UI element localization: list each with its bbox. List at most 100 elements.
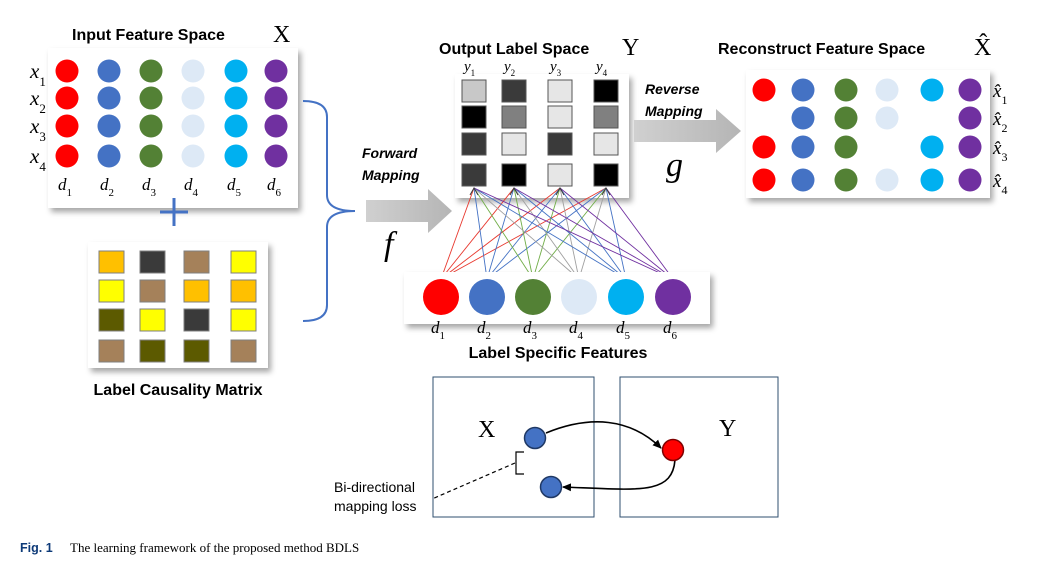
- label-specific-dot: [423, 279, 459, 315]
- input-feature-dot: [181, 144, 205, 168]
- output-label-cell: [547, 132, 573, 156]
- reconstruct-dot-grid: [752, 78, 982, 192]
- causality-cell: [98, 250, 125, 274]
- label-specific-col-label: d1: [431, 318, 445, 342]
- caption-prefix: Fig. 1: [20, 541, 53, 555]
- label-specific-dot: [655, 279, 691, 315]
- input-feature-dot: [181, 114, 205, 138]
- feature-label-connections: [440, 186, 674, 280]
- reconstruct-feature-dot: [791, 78, 815, 102]
- figure-caption: Fig. 1 The learning framework of the pro…: [20, 540, 359, 555]
- label-specific-col-label: d4: [569, 318, 584, 342]
- connection-line: [440, 187, 475, 280]
- causality-cell: [139, 339, 166, 363]
- reconstruct-feature-dot: [875, 78, 899, 102]
- input-feature-dot: [55, 86, 79, 110]
- reconstruct-feature-dot: [791, 106, 815, 130]
- label-specific-col-label: d5: [616, 318, 631, 342]
- causality-cell: [183, 339, 210, 363]
- reconstruct-feature-dot: [834, 168, 858, 192]
- combine-brace: [302, 100, 356, 322]
- causality-cell: [230, 339, 257, 363]
- input-space-symbol: X: [273, 22, 290, 48]
- input-col-label: d4: [184, 175, 199, 199]
- input-feature-dot: [139, 59, 163, 83]
- causality-cell: [139, 308, 166, 332]
- reconstruct-row-label: x̂4: [992, 171, 1007, 197]
- connection-arrowhead: [509, 186, 519, 196]
- connection-arrowhead: [555, 186, 565, 196]
- connection-line: [473, 187, 627, 280]
- output-label-cell: [501, 132, 527, 156]
- reconstruct-feature-dot: [834, 78, 858, 102]
- forward-func-f: f: [384, 226, 398, 263]
- reconstruct-feature-dot: [752, 168, 776, 192]
- reconstruct-feature-dot: [958, 168, 982, 192]
- input-col-label: d5: [227, 175, 242, 199]
- label-specific-col-label: d6: [663, 318, 678, 342]
- input-feature-dot: [139, 144, 163, 168]
- forward-label-line1: Forward: [362, 145, 418, 161]
- input-feature-dot: [224, 59, 248, 83]
- connection-line: [440, 187, 515, 280]
- causality-cell: [98, 339, 125, 363]
- causality-cell: [230, 279, 257, 303]
- output-col-label: y3: [548, 59, 562, 78]
- input-feature-dot: [55, 144, 79, 168]
- input-feature-dot: [264, 86, 288, 110]
- bidir-y-box: [619, 376, 779, 518]
- connection-line: [513, 187, 580, 280]
- connection-line: [513, 187, 627, 280]
- input-row-label: x2: [29, 86, 46, 116]
- connection-line: [473, 187, 580, 280]
- caption-text: The learning framework of the proposed m…: [70, 540, 359, 555]
- input-col-label: d2: [100, 175, 114, 199]
- bidir-x-reconstructed-node: [539, 475, 563, 499]
- input-dot-grid: [55, 59, 288, 168]
- input-feature-dot: [264, 114, 288, 138]
- reconstruct-feature-dot: [958, 135, 982, 159]
- reverse-func-g: g: [666, 147, 683, 184]
- loss-pointer-line: [431, 462, 516, 500]
- reconstruct-feature-dot: [834, 106, 858, 130]
- causality-cell: [230, 308, 257, 332]
- input-feature-dot: [55, 114, 79, 138]
- output-label-cell: [461, 79, 487, 103]
- reconstruct-feature-dot: [791, 168, 815, 192]
- input-feature-dot: [55, 59, 79, 83]
- output-col-label: y1: [462, 59, 475, 78]
- forward-label-line2: Mapping: [362, 167, 420, 183]
- input-panel: [48, 48, 298, 208]
- reconstruct-space-symbol: X̂: [974, 33, 991, 61]
- output-label-cell: [501, 79, 527, 103]
- label-causality-matrix: Label Causality Matrix: [88, 242, 268, 399]
- output-label-cell: [593, 105, 619, 129]
- connection-line: [473, 187, 488, 280]
- output-col-label: y2: [502, 59, 515, 78]
- output-label-cell: [461, 105, 487, 129]
- forward-arrow-icon: [366, 189, 452, 233]
- input-space-title: Input Feature Space: [72, 27, 225, 44]
- reconstruct-feature-dot: [834, 135, 858, 159]
- input-row-label: x1: [29, 59, 46, 89]
- input-feature-dot: [264, 144, 288, 168]
- reverse-mapping: Reverse Mapping g: [634, 81, 741, 184]
- loss-label-line1: Bi-directional: [334, 479, 415, 495]
- reconstruct-row-label: x̂3: [992, 138, 1007, 164]
- connection-line: [473, 187, 534, 280]
- loss-label-line2: mapping loss: [334, 498, 417, 514]
- reconstruct-feature-dot: [958, 78, 982, 102]
- output-label-cell: [501, 105, 527, 129]
- causality-cell: [98, 308, 125, 332]
- reverse-arrow-icon: [634, 109, 741, 153]
- connection-line: [473, 187, 674, 280]
- output-label-cell: [461, 163, 487, 187]
- reconstruct-feature-dot: [920, 78, 944, 102]
- label-specific-dot: [561, 279, 597, 315]
- input-feature-dot: [97, 86, 121, 110]
- input-row-label: x3: [29, 114, 46, 144]
